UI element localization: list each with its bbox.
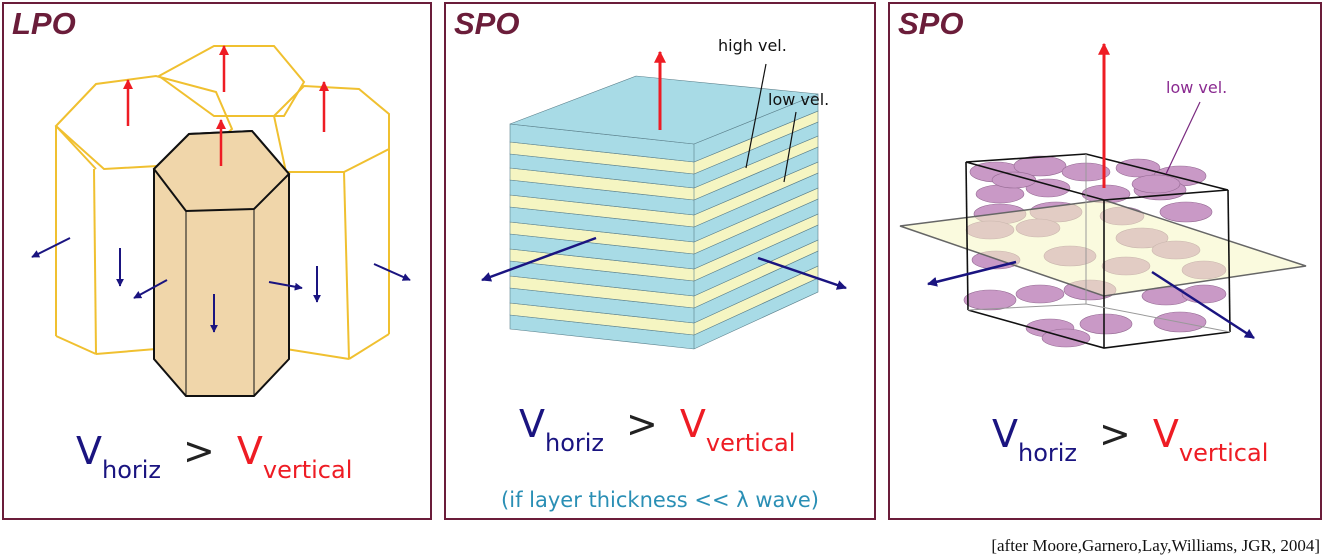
spo-layers-diagram — [481, 50, 847, 350]
v-vertical: Vvertical — [236, 429, 353, 484]
v-horiz: Vhoriz — [76, 429, 162, 484]
lpo-diagram — [31, 45, 411, 397]
layer-note: (if layer thickness << λ wave) — [501, 488, 819, 512]
velocity-relation: Vhoriz > Vvertical — [76, 429, 352, 484]
panel-spo-inclusions: SPO — [888, 2, 1322, 520]
citation: [after Moore,Garnero,Lay,Williams, JGR, … — [991, 536, 1320, 555]
v-horiz: Vhoriz — [519, 402, 605, 457]
label-leaders — [745, 63, 797, 183]
horizontal-arrows — [481, 236, 847, 290]
panel-lpo: LPO — [2, 2, 432, 520]
horizontal-plane — [899, 199, 1307, 297]
panel-title: LPO — [12, 6, 76, 41]
spo-inclusions-diagram — [899, 42, 1307, 349]
greater-than: > — [626, 402, 658, 446]
layer-stack — [509, 75, 819, 350]
v-vertical: Vvertical — [1152, 412, 1269, 467]
low-vel-label: low vel. — [768, 90, 830, 109]
horizontal-arrows — [31, 237, 411, 333]
velocity-relation: Vhoriz > Vvertical — [519, 402, 795, 457]
high-vel-label: high vel. — [718, 36, 787, 55]
velocity-relation: Vhoriz > Vvertical — [992, 412, 1268, 467]
panel-title: SPO — [454, 6, 520, 41]
low-vel-label: low vel. — [1166, 78, 1228, 97]
hex-prism-back — [54, 45, 390, 360]
v-horiz: Vhoriz — [992, 412, 1078, 467]
panel-title: SPO — [898, 6, 964, 41]
v-vertical: Vvertical — [679, 402, 796, 457]
label-leader — [1165, 101, 1201, 175]
horizontal-arrows — [927, 260, 1255, 340]
vertical-arrows — [123, 45, 329, 166]
hex-prism-front — [152, 129, 291, 397]
panel-spo-layers: SPO — [444, 2, 876, 520]
greater-than: > — [1099, 412, 1131, 456]
greater-than: > — [183, 429, 215, 473]
cube-outline — [965, 153, 1231, 349]
